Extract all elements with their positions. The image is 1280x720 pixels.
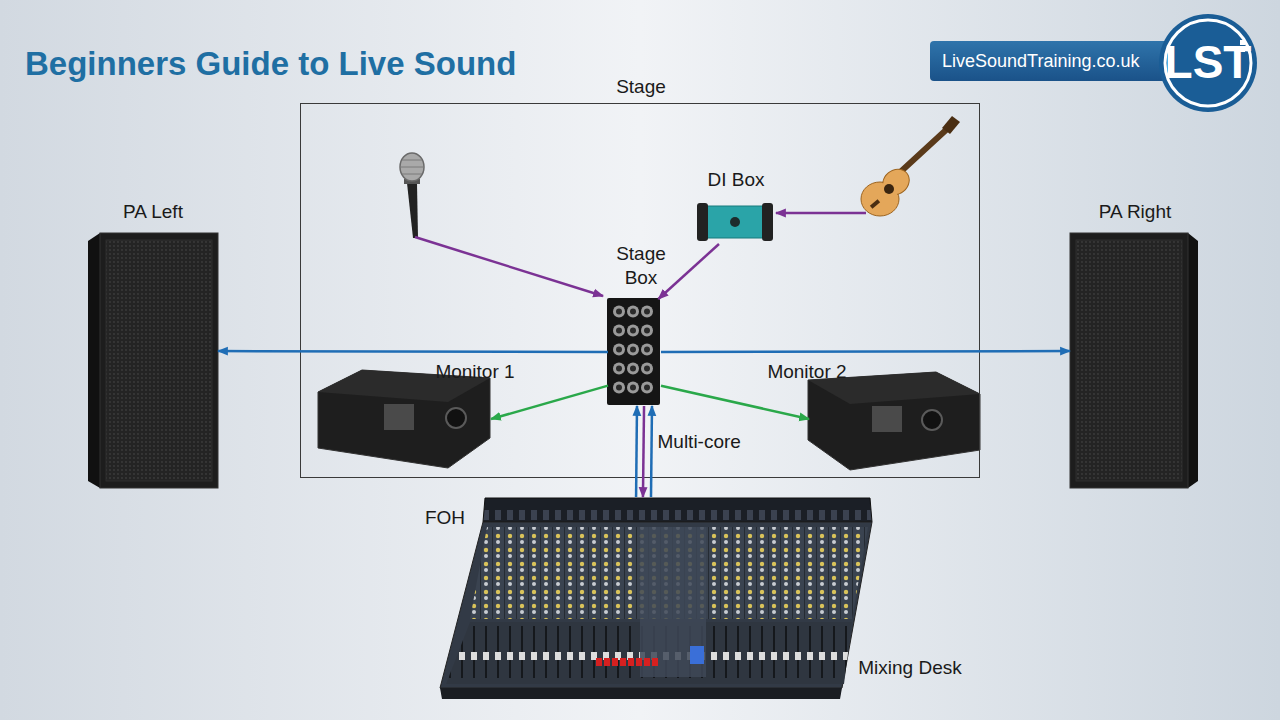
stage-box-node: Stage Box — [608, 299, 661, 406]
stage-area: StageDI BoxStage BoxMonitor 1Monitor 2 — [300, 103, 980, 478]
signal-connector — [635, 406, 638, 497]
guitar-body — [862, 183, 898, 215]
node-label: FOH — [415, 506, 475, 530]
monitor-node: Monitor 2 — [809, 366, 981, 471]
signal-connector — [643, 406, 644, 497]
logo-disc — [1159, 14, 1257, 112]
logo-mark — [1240, 47, 1245, 52]
page-title: Beginners Guide to Live Sound — [25, 44, 516, 84]
pa-speaker-node: PA Right — [1070, 233, 1200, 488]
desk-front-lip — [440, 688, 842, 699]
di-box-jack — [730, 217, 740, 227]
desk-blue-buttons — [690, 646, 704, 664]
node-label: PA Right — [1030, 200, 1240, 224]
speaker-grille — [106, 240, 212, 481]
speaker-side — [88, 233, 100, 488]
node-label: Monitor 2 — [747, 360, 867, 384]
node-label: DI Box — [661, 168, 811, 192]
logo-text: LiveSoundTraining.co.uk — [942, 51, 1157, 72]
signal-connector — [661, 350, 1070, 353]
desk-master-section — [640, 527, 706, 677]
guitar-soundhole — [884, 184, 894, 194]
node-label: Stage — [301, 75, 981, 99]
pa-speaker-node: PA Left — [88, 233, 218, 488]
di-box-end — [697, 203, 708, 241]
xlr-sockets — [612, 302, 654, 397]
monitor-jack — [922, 410, 942, 430]
guitar-headstock — [942, 116, 960, 134]
guitar-cable — [776, 212, 866, 215]
mixing-desk-node: FOHMixing Desk — [440, 497, 870, 697]
mic-cable — [415, 237, 603, 296]
logo-mark — [1240, 40, 1245, 45]
signal-connector — [661, 386, 809, 419]
logo-ring — [1165, 20, 1251, 106]
monitor-node: Monitor 1 — [319, 366, 491, 471]
node-label: Monitor 1 — [415, 360, 535, 384]
mic-head — [400, 153, 424, 181]
node-label: PA Left — [48, 200, 258, 224]
monitor-panel — [872, 406, 902, 432]
monitor-wedge — [808, 372, 980, 470]
desk-mute-buttons — [596, 658, 660, 666]
speaker-grille — [1076, 240, 1182, 481]
signal-connector — [491, 386, 608, 419]
pa-speaker — [1070, 233, 1188, 488]
connector-label: Multi-core — [658, 431, 741, 453]
node-label: Mixing Desk — [850, 656, 970, 680]
node-label: Stage Box — [606, 242, 676, 290]
logo-letters: LST — [1158, 36, 1258, 89]
mic-handle — [407, 183, 418, 238]
monitor-panel — [384, 404, 414, 430]
signal-connector — [650, 406, 653, 497]
di-box-node: DI Box — [699, 199, 773, 244]
stage-box-body — [607, 298, 660, 405]
speaker-side — [1188, 233, 1198, 488]
guitar-body — [861, 182, 899, 216]
di-box-body — [700, 206, 770, 238]
signal-connector — [218, 350, 608, 353]
signal-connector — [658, 244, 719, 299]
desk-surface — [440, 522, 872, 688]
monitor-wedge — [318, 370, 490, 468]
desk-meter-bridge — [483, 498, 872, 522]
pa-speaker — [100, 233, 218, 488]
di-box-end — [762, 203, 773, 241]
guitar-neck — [896, 130, 946, 176]
mic-mesh — [401, 160, 423, 174]
guitar-bridge — [870, 199, 880, 208]
monitor-jack — [446, 408, 466, 428]
